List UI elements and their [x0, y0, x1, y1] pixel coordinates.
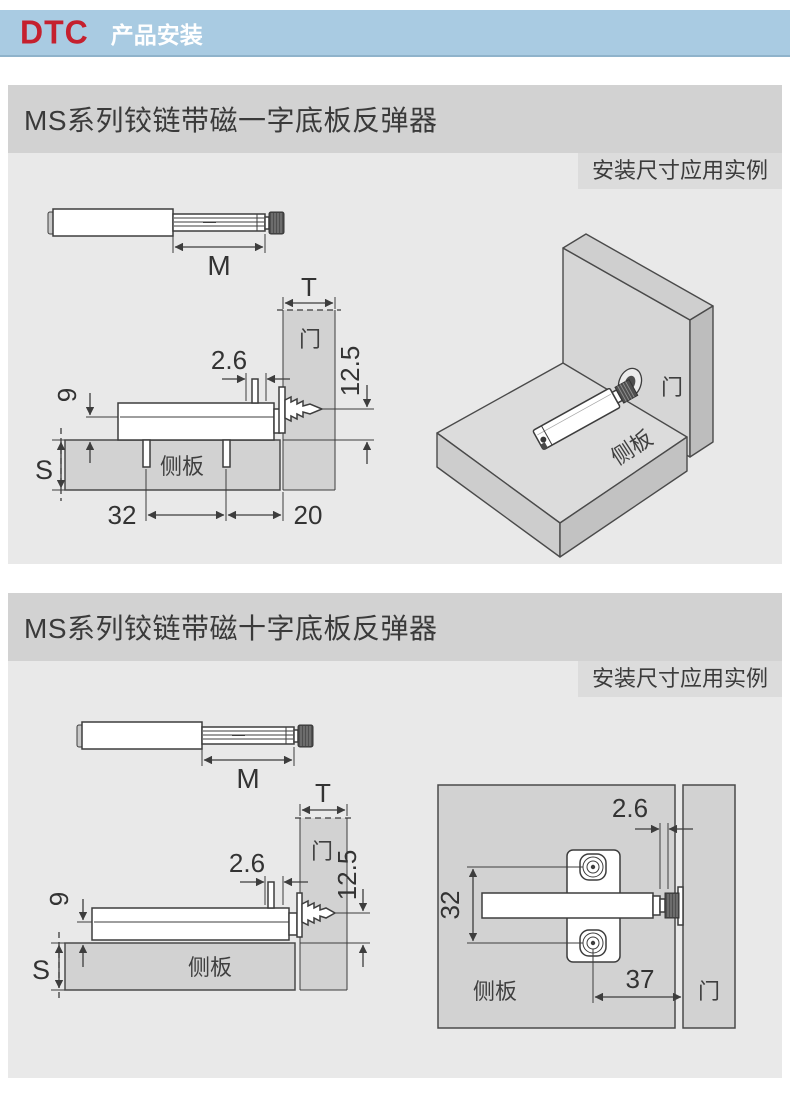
section2-title-bar: MS系列铰链带磁十字底板反弹器	[8, 593, 782, 661]
straight-rebounder-device-drawing: M	[47, 208, 285, 281]
dim-T-label: T	[315, 778, 331, 808]
dim-depth-label: 12.5	[335, 346, 365, 397]
straight-cross-section-drawing: T 2.6 12.5 9	[35, 272, 374, 530]
screw-tip	[284, 395, 324, 423]
dim-T-label: T	[301, 272, 317, 302]
dim-gap-label: 2.6	[229, 848, 265, 878]
section1-title: MS系列铰链带磁一字底板反弹器	[24, 105, 438, 136]
side-panel-label: 侧板	[188, 955, 232, 980]
rebounder-device-3d	[532, 378, 639, 450]
section2-panel: 安装尺寸应用实例 M	[8, 661, 782, 1078]
section1-title-bar: MS系列铰链带磁一字底板反弹器	[8, 85, 782, 153]
dim-32-label: 32	[435, 891, 465, 920]
door-label: 门	[698, 979, 720, 1004]
section2-title: MS系列铰链带磁十字底板反弹器	[24, 613, 438, 644]
dim-height-label: 9	[44, 892, 74, 906]
section1-panel: 安装尺寸应用实例 M	[8, 153, 782, 564]
dim-depth-label: 12.5	[332, 850, 362, 901]
door-label: 门	[311, 839, 333, 864]
dim-37-label: 37	[626, 964, 655, 994]
dtc-logo: DTC	[20, 13, 89, 51]
cross-base-cross-section-drawing: T 2.6 12.5 9	[32, 778, 370, 999]
isometric-installation-view: 门 侧板	[436, 233, 714, 558]
dim-gap-label: 2.6	[211, 345, 247, 375]
dim-M-label: M	[207, 250, 230, 281]
screw-tip	[301, 899, 337, 927]
dim-20-label: 20	[294, 500, 323, 530]
side-panel-label: 侧板	[160, 454, 204, 479]
section1-example-label: 安装尺寸应用实例	[577, 153, 782, 189]
dim-height-label: 9	[52, 388, 82, 402]
cross-base-top-view-drawing: 2.6 32 37 侧板 门	[435, 784, 736, 1029]
door-label: 门	[299, 327, 321, 352]
dim-S-label: S	[35, 455, 53, 485]
header-bar: DTC 产品安装	[0, 10, 790, 57]
page-title: 产品安装	[110, 21, 203, 48]
cross-rebounder-device-drawing: M	[76, 721, 314, 794]
side-panel-label: 侧板	[473, 979, 517, 1004]
dim-gap-label: 2.6	[612, 793, 648, 823]
dim-S-label: S	[32, 955, 50, 985]
door-label: 门	[661, 375, 683, 400]
dim-M-label: M	[236, 763, 259, 794]
section2-example-label: 安装尺寸应用实例	[577, 661, 782, 697]
dim-32-label: 32	[108, 500, 137, 530]
